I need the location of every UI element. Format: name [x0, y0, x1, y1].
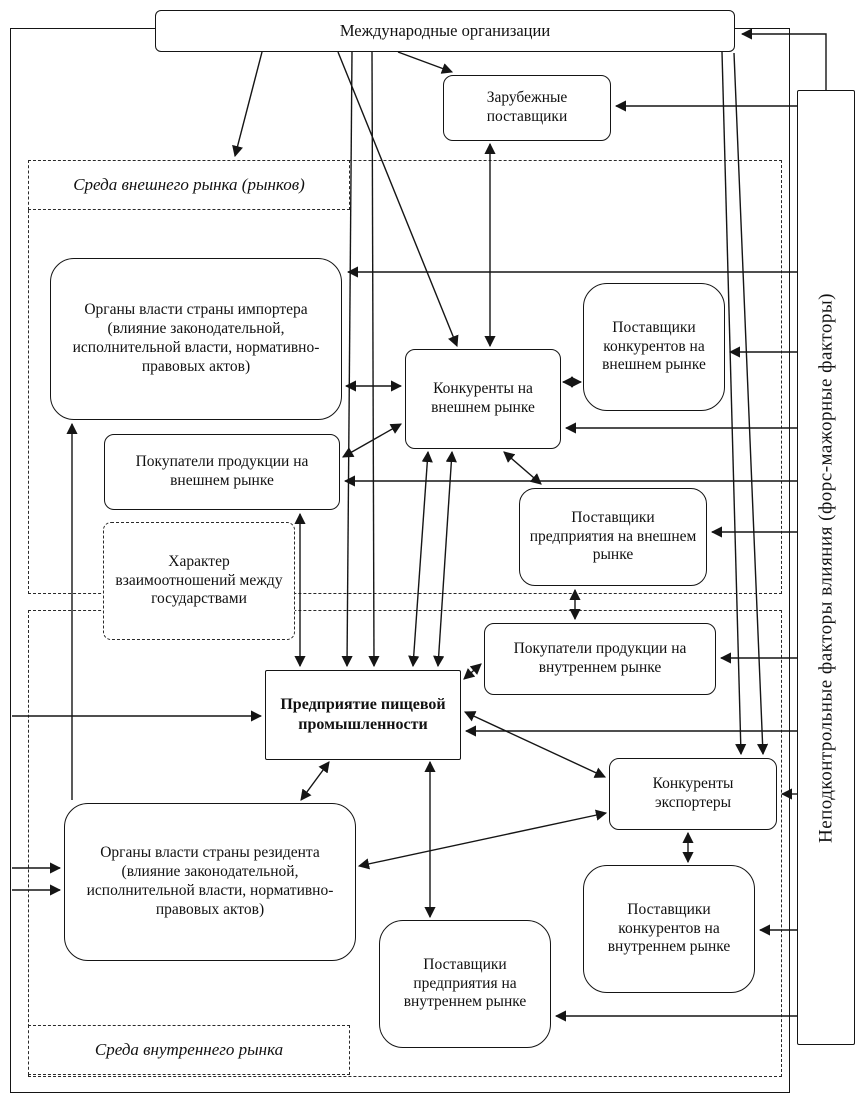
node-internal-buyers: Покупатели продукции на внутреннем рынке	[484, 623, 716, 695]
node-external-competitor-suppliers: Поставщики конкурентов на внешнем рынке	[583, 283, 725, 411]
node-resident-authorities: Органы власти страны резидента (влияние …	[64, 803, 356, 961]
node-interstate-relations: Характер взаимоотношений между государст…	[103, 522, 295, 640]
node-external-competitors: Конкуренты на внешнем рынке	[405, 349, 561, 449]
node-enterprise: Предприятие пищевой промышленности	[265, 670, 461, 760]
node-foreign-suppliers: Зарубежные поставщики	[443, 75, 611, 141]
node-international-organizations: Международные организации	[155, 10, 735, 52]
internal-market-label: Среда внутреннего рынка	[28, 1025, 350, 1075]
node-internal-competitor-suppliers: Поставщики конкурентов на внутреннем рын…	[583, 865, 755, 993]
uncontrollable-factors-label: Неподконтрольные факторы влияния (форс-м…	[815, 292, 837, 843]
node-exporter-competitors: Конкуренты экспортеры	[609, 758, 777, 830]
internal-market-region	[28, 610, 782, 1077]
external-market-label: Среда внешнего рынка (рынков)	[28, 160, 350, 210]
node-external-enterprise-suppliers: Поставщики предприятия на внешнем рынке	[519, 488, 707, 586]
node-uncontrollable-factors: Неподконтрольные факторы влияния (форс-м…	[797, 90, 855, 1045]
node-external-buyers: Покупатели продукции на внешнем рынке	[104, 434, 340, 510]
node-internal-enterprise-suppliers: Поставщики предприятия на внутреннем рын…	[379, 920, 551, 1048]
node-importer-authorities: Органы власти страны импортера (влияние …	[50, 258, 342, 420]
